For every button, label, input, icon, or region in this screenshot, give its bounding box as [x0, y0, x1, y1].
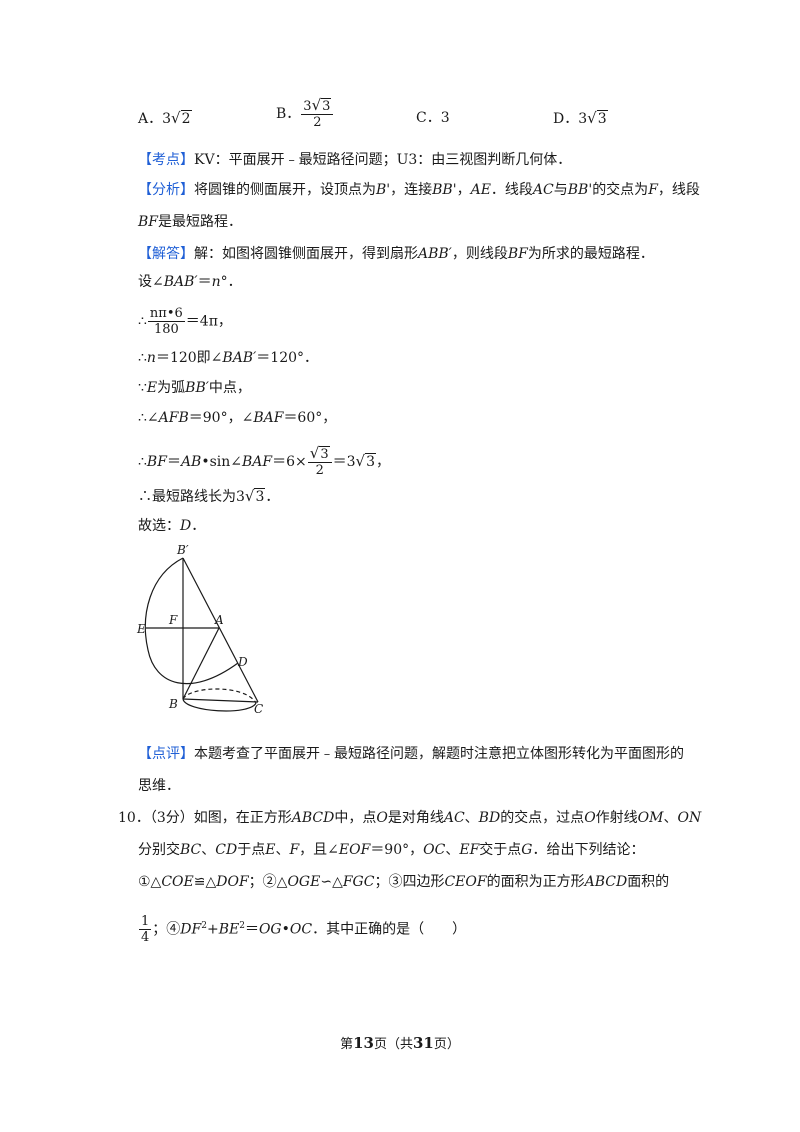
sqrt: √2	[171, 109, 192, 127]
sqrt: √3	[244, 487, 266, 505]
jieda-line-1: 【解答】解：如图将圆锥侧面展开，得到扇形ABB′，则线段BF为所求的最短路程．	[138, 246, 654, 262]
base-ellipse-front	[182, 698, 257, 712]
jieda-line-9: 故选：D．	[138, 518, 206, 534]
fenxi-tag: 【分析】	[138, 182, 194, 198]
jieda-line-4: ∴n＝120即∠BAB′＝120°．	[138, 350, 319, 366]
option-d: D．3√3	[553, 109, 608, 127]
q10-line-3: ①△COE≌△DOF；②△OGE∽△FGC；③四边形CEOF的面积为正方形ABC…	[138, 874, 670, 890]
page-footer: 第13页（共31页）	[340, 1034, 460, 1052]
label-e: E	[136, 622, 146, 636]
fenxi-line-2: BF是最短路程．	[138, 214, 243, 230]
kaodian-line: 【考点】KV：平面展开﹣最短路径问题；U3：由三视图判断几何体．	[138, 152, 572, 168]
line-b-c	[182, 698, 259, 703]
label-f: F	[168, 613, 178, 627]
fenxi-line-1: 【分析】将圆锥的侧面展开，设顶点为B'，连接BB'，AE．线段AC与BB'的交点…	[138, 182, 700, 198]
total-pages: 31	[413, 1034, 434, 1052]
label-b: B	[168, 697, 178, 711]
line-bp-c	[182, 557, 259, 703]
sqrt: √3	[355, 452, 377, 470]
question-number: 10．	[118, 810, 150, 826]
q10-line-1: 10．（3分）如图，在正方形ABCD中，点O是对角线AC、BD的交点，过点O作射…	[118, 810, 702, 826]
option-a: A．3√2	[138, 109, 192, 127]
dianping-line-2: 思维．	[138, 778, 180, 794]
jieda-line-5: ∵E为弧BB′中点，	[138, 380, 251, 396]
line-a-b	[182, 627, 220, 700]
option-c: C．3	[416, 110, 450, 126]
dianping-tag: 【点评】	[138, 746, 194, 762]
dianping-line-1: 【点评】本题考查了平面展开﹣最短路径问题，解题时注意把立体图形转化为平面图形的	[138, 746, 684, 762]
base-ellipse-back	[182, 688, 257, 704]
kaodian-tag: 【考点】	[138, 152, 194, 168]
label-d: D	[237, 655, 248, 669]
label-a: A	[214, 613, 224, 627]
q10-line-2: 分别交BC、CD于点E、F，且∠EOF＝90°，OC、EF交于点G．给出下列结论…	[138, 842, 645, 858]
jieda-line-8: ∴最短路线长为3√3．	[138, 487, 280, 505]
sqrt: √3	[587, 109, 608, 127]
label-c: C	[254, 702, 263, 716]
label-bp: B′	[176, 543, 189, 557]
sector-arc	[144, 557, 239, 685]
jieda-line-2: 设∠BAB′＝n°．	[138, 274, 242, 290]
jieda-tag: 【解答】	[138, 246, 194, 262]
cone-net-figure: B′ A F E D B C	[136, 543, 263, 716]
jieda-line-6: ∴∠AFB＝90°，∠BAF＝60°，	[138, 410, 337, 426]
page-number: 13	[353, 1034, 374, 1052]
